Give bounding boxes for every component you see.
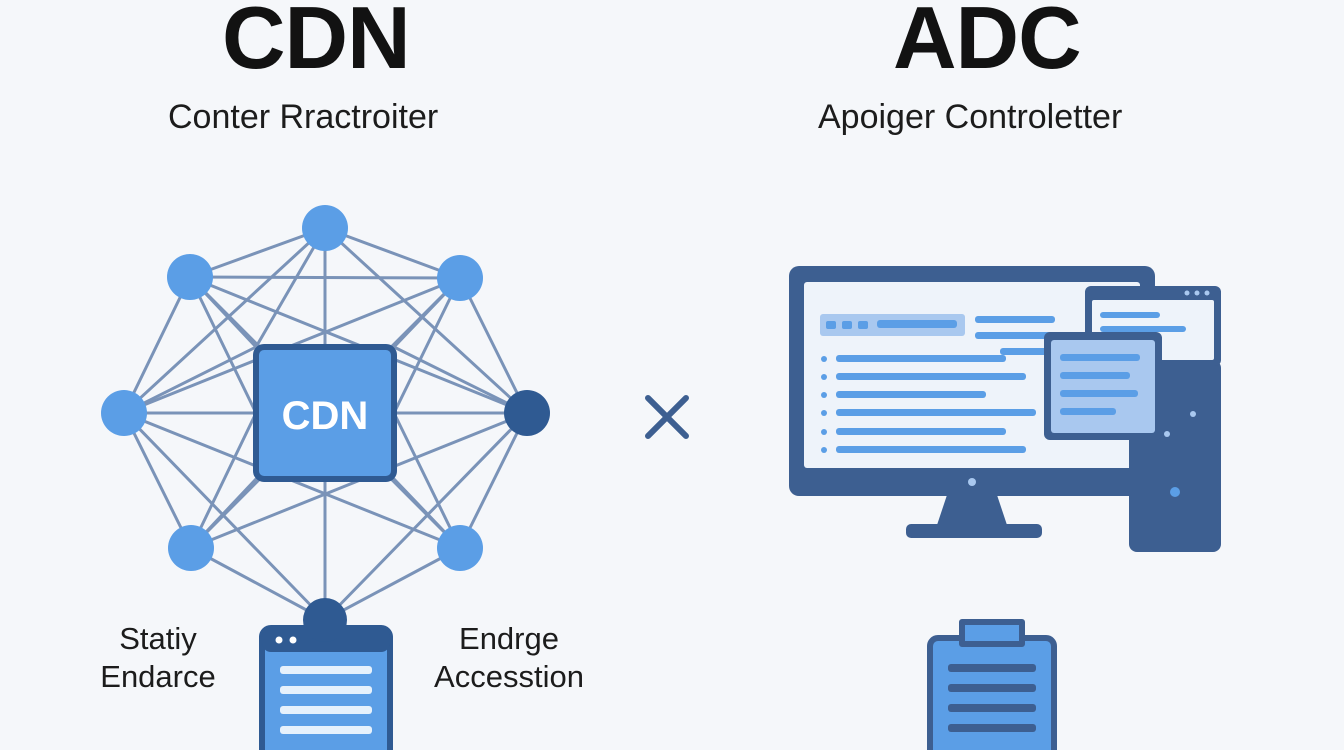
cdn-hub-label: CDN <box>282 394 369 438</box>
desktop-computer-icon <box>789 266 1221 552</box>
cdn-hub-box <box>253 344 397 482</box>
adc-title: ADC <box>893 0 1082 87</box>
network-graph-icon: CDN <box>101 205 550 622</box>
network-node-right <box>504 390 550 436</box>
network-node-upper-left <box>167 254 213 300</box>
separator-label: × <box>667 428 668 431</box>
network-node-top <box>302 205 348 251</box>
cdn-left-label-line1: Statiy <box>119 621 197 656</box>
cdn-right-label-line1: Endrge <box>459 621 559 656</box>
network-edge <box>188 275 258 415</box>
network-edge <box>458 411 529 550</box>
network-edge <box>122 411 193 550</box>
network-edge <box>323 226 529 415</box>
network-edge <box>122 226 327 415</box>
network-edge <box>323 411 529 622</box>
network-node-lower-right <box>437 525 483 571</box>
cdn-right-label: Endrge Accesstion <box>414 620 604 696</box>
network-edge <box>122 275 192 415</box>
network-edge <box>392 411 462 550</box>
network-edge <box>392 345 529 415</box>
network-node-lower-left <box>168 525 214 571</box>
cdn-subtitle: Conter Rractroiter <box>168 98 439 136</box>
network-edge <box>122 345 258 415</box>
clipboard-icon <box>927 619 1057 750</box>
network-node-bottom <box>303 598 347 642</box>
cdn-left-label: Statiy Endarce <box>78 620 238 696</box>
document-icon <box>259 625 393 750</box>
network-edge <box>188 226 327 279</box>
separator-x-icon <box>645 395 689 439</box>
network-edge <box>323 546 462 622</box>
network-edge <box>323 226 462 280</box>
network-edge <box>392 276 462 415</box>
cdn-left-label-line2: Endarce <box>100 658 216 694</box>
network-edge <box>189 546 327 622</box>
cdn-right-label-line2: Accesstion <box>434 658 584 694</box>
cdn-title: CDN <box>222 0 411 87</box>
network-node-upper-right <box>437 255 483 301</box>
network-node-left <box>101 390 147 436</box>
network-edge <box>122 411 327 622</box>
network-edge <box>189 411 258 550</box>
adc-subtitle: Apoiger Controletter <box>818 98 1123 136</box>
network-edge <box>458 276 529 415</box>
